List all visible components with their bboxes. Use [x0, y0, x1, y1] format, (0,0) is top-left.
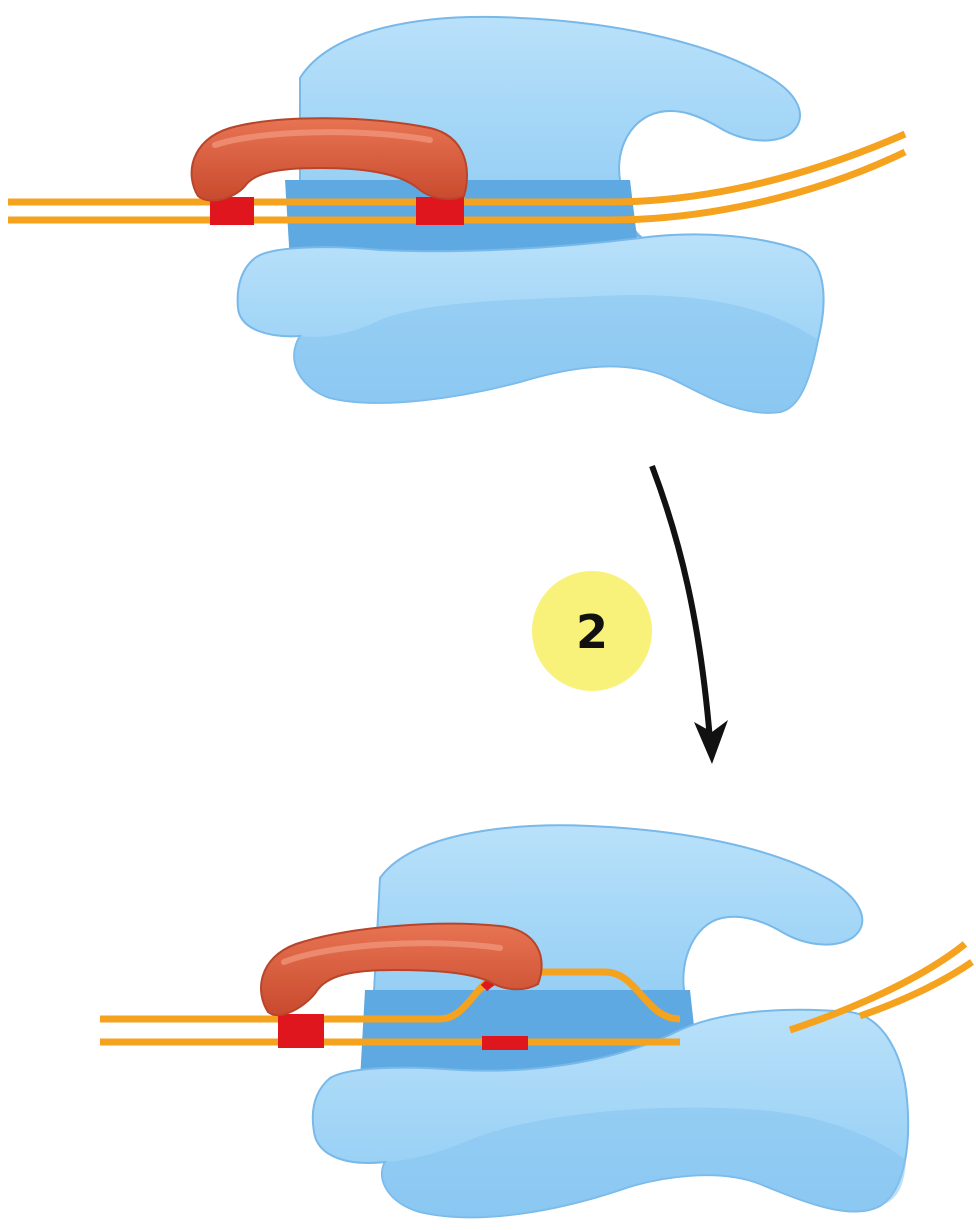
promoter-element-minus10-template [482, 1036, 528, 1050]
dna-downstream-duplex-second [860, 962, 972, 1016]
step-number: 2 [576, 605, 608, 659]
transition-group: 2 [532, 466, 728, 764]
step-badge: 2 [532, 571, 652, 691]
closed-complex-stage [8, 17, 905, 413]
promoter-element-minus35 [278, 1014, 324, 1048]
curved-arrow-down-icon [652, 466, 710, 740]
open-complex-stage [100, 825, 972, 1217]
promoter-element-minus10 [416, 197, 464, 225]
